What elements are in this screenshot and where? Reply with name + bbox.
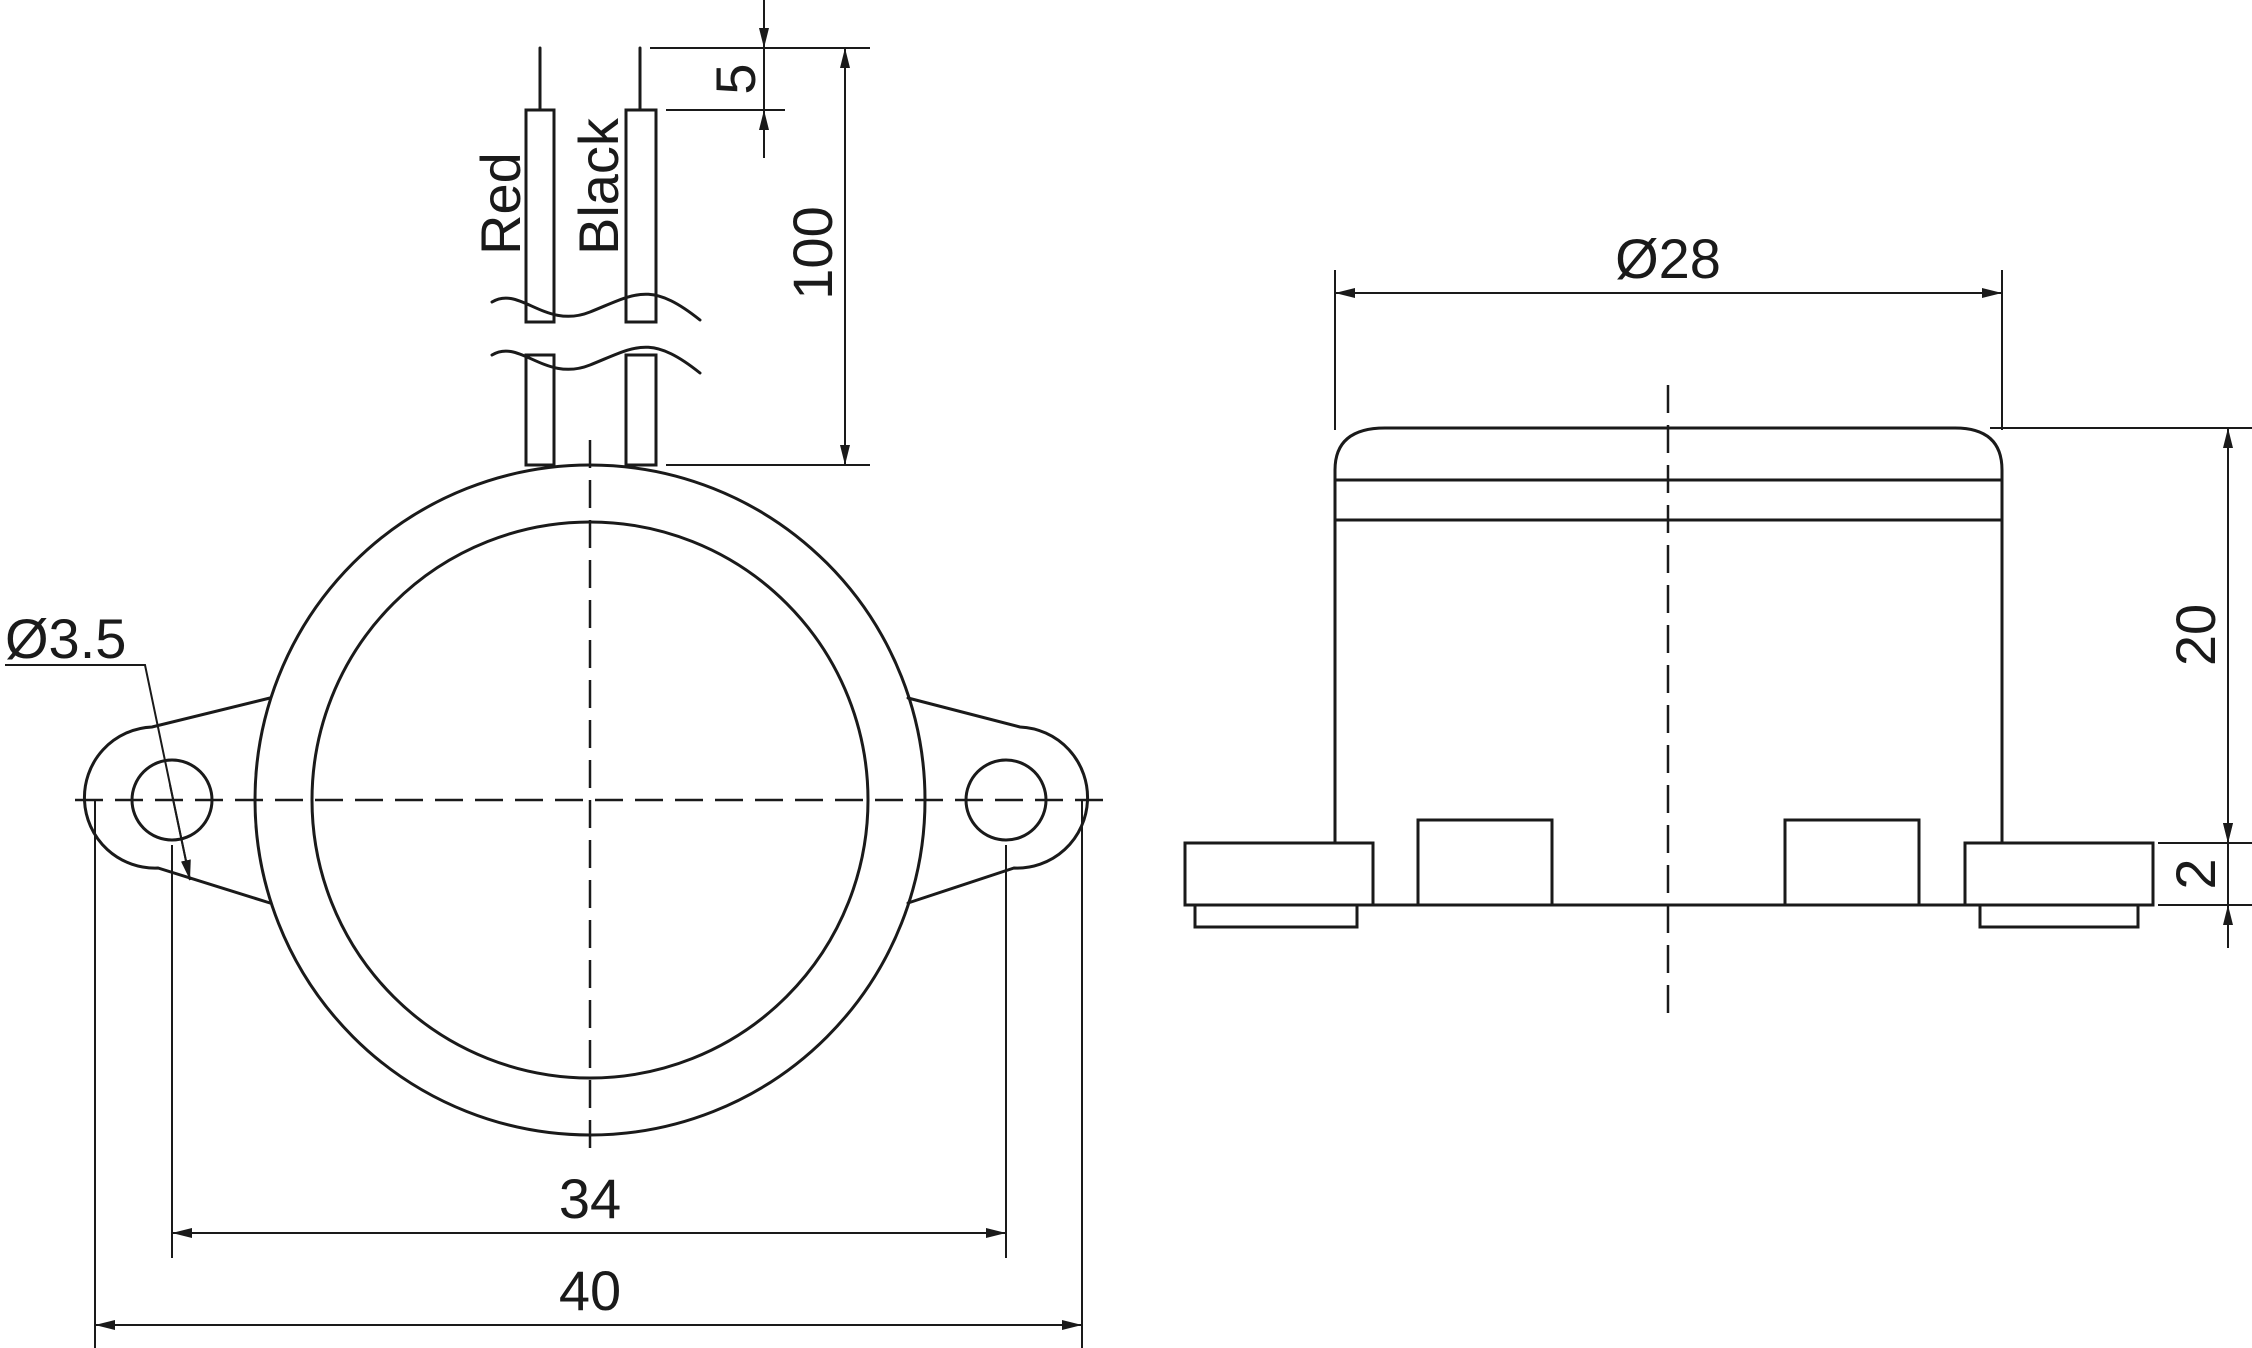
- wire-black: [624, 46, 658, 467]
- dimension-body-diameter: Ø28: [1334, 227, 2003, 430]
- dimension-wire-strip: 5: [650, 0, 785, 158]
- dimension-flange-thickness: 2: [2158, 800, 2252, 948]
- dimension-wire-length-label: 100: [781, 206, 844, 299]
- body-side-outline: [1333, 426, 2004, 845]
- dimension-overall-width-label: 40: [559, 1259, 621, 1322]
- dimension-flange-thickness-label: 2: [2164, 858, 2227, 889]
- wire-red: [524, 46, 556, 467]
- flange-foot-right: [1963, 841, 2155, 907]
- wire-break-line-top: [490, 292, 702, 322]
- terminal-left: [1416, 818, 1554, 907]
- dimension-wire-length: 100: [666, 47, 870, 466]
- dimension-hole-diameter: Ø3.5: [5, 607, 191, 881]
- dimension-body-height-label: 20: [2164, 604, 2227, 666]
- dimension-body-diameter-label: Ø28: [1615, 227, 1721, 290]
- dimension-body-height: 20: [1990, 427, 2252, 844]
- wire-label-black: Black: [567, 117, 630, 255]
- dimension-hole-spacing-label: 34: [559, 1167, 621, 1230]
- front-view: Red Black 34 40: [5, 0, 1110, 1348]
- terminal-right: [1783, 818, 1921, 907]
- wire-break-line-bottom: [490, 345, 702, 375]
- dimension-hole-diameter-label: Ø3.5: [5, 607, 126, 670]
- flange-foot-left: [1183, 841, 1375, 907]
- dimension-wire-strip-label: 5: [704, 63, 767, 94]
- side-view: Ø28 20 2: [1183, 227, 2252, 1025]
- dimension-hole-spacing: 34: [172, 1167, 1006, 1238]
- wire-label-red: Red: [469, 152, 532, 255]
- dimension-overall-width: 40: [95, 1259, 1082, 1330]
